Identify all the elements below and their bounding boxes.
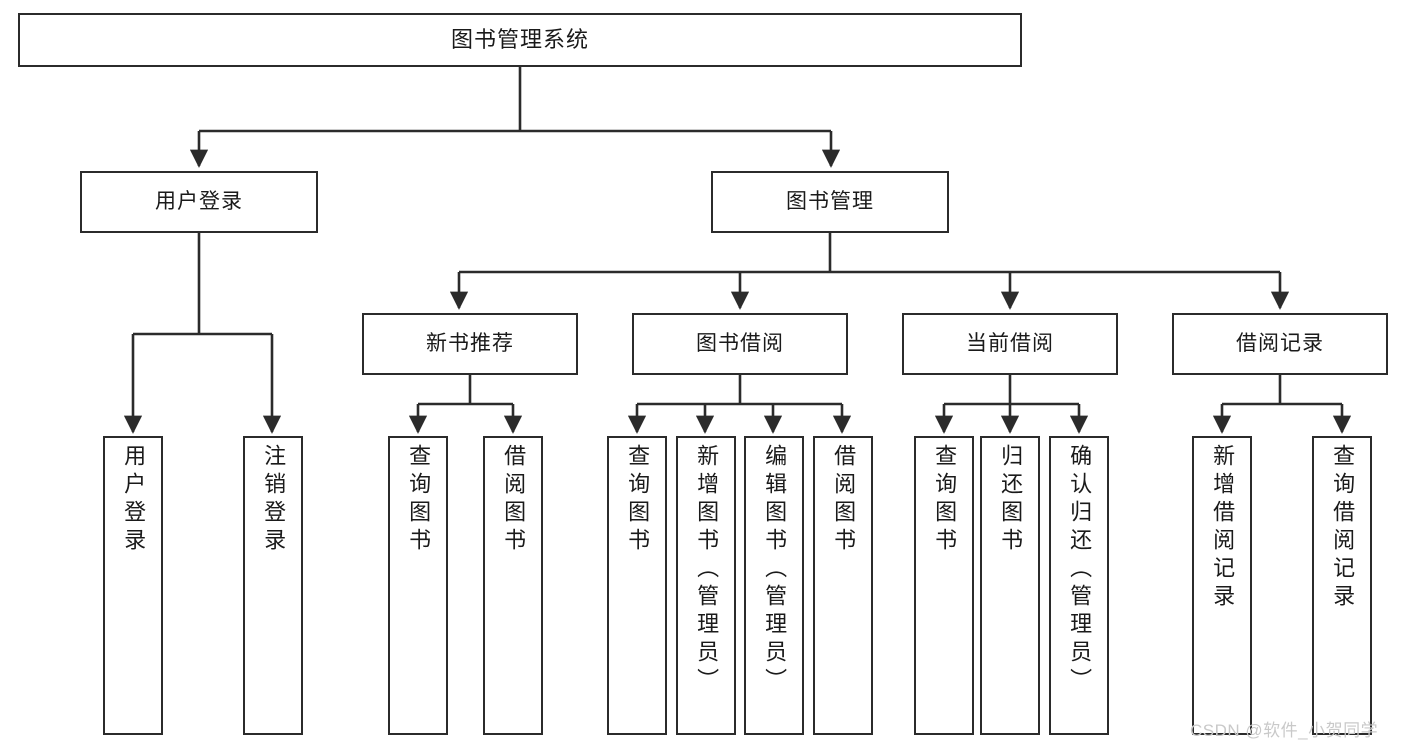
node-label: 图书管理 [786, 189, 874, 213]
node-label: 查询图书 [932, 444, 958, 556]
node-leaf-query-book-1[interactable]: 查询图书 [388, 436, 448, 735]
node-book-borrowing[interactable]: 图书借阅 [632, 313, 848, 375]
node-leaf-query-book-2[interactable]: 查询图书 [607, 436, 667, 735]
node-leaf-user-login[interactable]: 用户登录 [103, 436, 163, 735]
node-leaf-query-borrow-record[interactable]: 查询借阅记录 [1312, 436, 1372, 735]
node-label: 用户登录 [155, 189, 243, 213]
node-leaf-edit-book-admin[interactable]: 编辑图书（管理员） [744, 436, 804, 735]
node-current-borrowing[interactable]: 当前借阅 [902, 313, 1118, 375]
node-label: 归还图书 [998, 444, 1024, 556]
node-leaf-add-book-admin[interactable]: 新增图书（管理员） [676, 436, 736, 735]
node-leaf-user-logout[interactable]: 注销登录 [243, 436, 303, 735]
node-label: 确认归还（管理员） [1067, 444, 1093, 696]
node-label: 图书管理系统 [450, 27, 589, 53]
node-label: 编辑图书（管理员） [762, 444, 788, 696]
node-label: 新增图书（管理员） [694, 444, 720, 696]
node-label: 图书借阅 [696, 331, 784, 355]
node-user-login[interactable]: 用户登录 [80, 171, 318, 233]
node-label: 查询图书 [406, 444, 432, 556]
node-leaf-borrow-book-1[interactable]: 借阅图书 [483, 436, 543, 735]
node-book-management[interactable]: 图书管理 [711, 171, 949, 233]
node-label: 用户登录 [121, 444, 147, 556]
node-leaf-return-book[interactable]: 归还图书 [980, 436, 1040, 735]
node-label: 借阅图书 [501, 444, 527, 556]
csdn-watermark: CSDN @软件_小贺同学 [1190, 721, 1379, 740]
node-label: 查询图书 [625, 444, 651, 556]
node-label: 借阅记录 [1236, 331, 1324, 355]
node-leaf-add-borrow-record[interactable]: 新增借阅记录 [1192, 436, 1252, 735]
node-leaf-borrow-book-2[interactable]: 借阅图书 [813, 436, 873, 735]
node-label: 借阅图书 [831, 444, 857, 556]
node-new-book-recommendation[interactable]: 新书推荐 [362, 313, 578, 375]
node-label: 注销登录 [261, 444, 287, 556]
node-leaf-confirm-return-admin[interactable]: 确认归还（管理员） [1049, 436, 1109, 735]
node-root-book-management-system[interactable]: 图书管理系统 [18, 13, 1022, 67]
node-label: 新增借阅记录 [1210, 444, 1236, 612]
node-leaf-query-book-3[interactable]: 查询图书 [914, 436, 974, 735]
node-label: 查询借阅记录 [1330, 444, 1356, 612]
node-label: 新书推荐 [426, 331, 514, 355]
node-borrowing-record[interactable]: 借阅记录 [1172, 313, 1388, 375]
node-label: 当前借阅 [966, 331, 1054, 355]
